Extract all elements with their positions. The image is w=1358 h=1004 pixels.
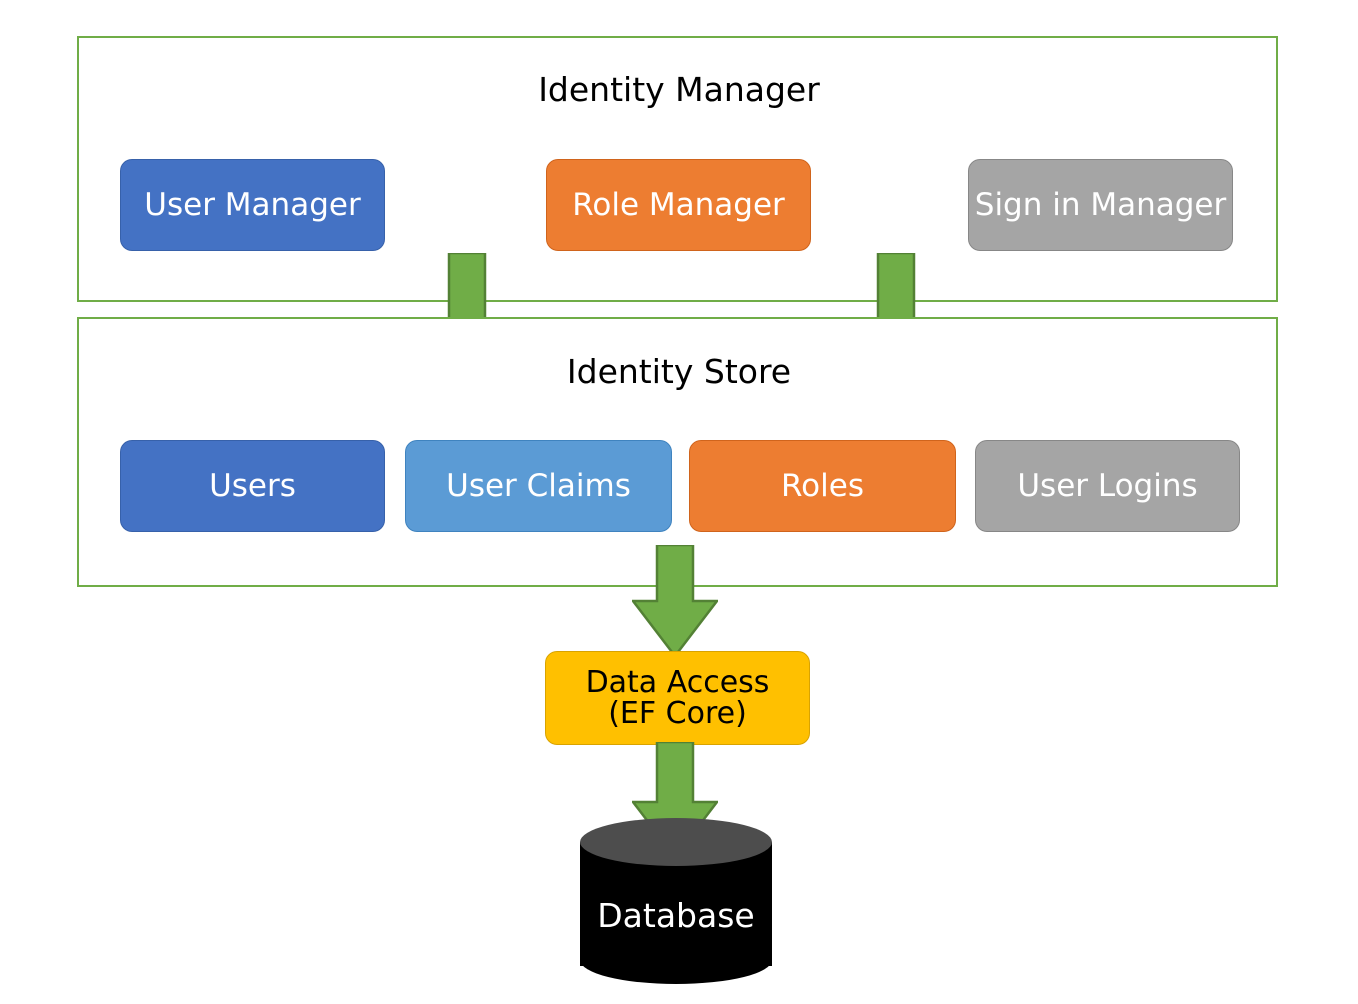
node-user-claims-label: User Claims [446, 467, 631, 504]
node-sign-in-manager-label: Sign in Manager [974, 186, 1227, 223]
node-data-access-label-line2: (EF Core) [608, 696, 747, 731]
database-cylinder-top [580, 818, 772, 866]
identity-manager-title: Identity Manager [538, 70, 820, 109]
database-label: Database [597, 896, 755, 935]
arrow-store-to-data-access [630, 543, 720, 661]
node-data-access-label-line1: Data Access [585, 664, 770, 700]
node-users-label: Users [209, 467, 296, 504]
node-sign-in-manager[interactable]: Sign in Manager [968, 159, 1233, 251]
node-data-access[interactable]: Data Access (EF Core) [545, 651, 810, 745]
node-roles-label: Roles [781, 467, 864, 504]
node-user-logins[interactable]: User Logins [975, 440, 1240, 532]
node-role-manager[interactable]: Role Manager [546, 159, 811, 251]
node-user-claims[interactable]: User Claims [405, 440, 672, 532]
node-roles[interactable]: Roles [689, 440, 956, 532]
database-cylinder[interactable]: Database [580, 818, 772, 988]
identity-store-title: Identity Store [566, 352, 792, 391]
node-user-manager[interactable]: User Manager [120, 159, 385, 251]
node-role-manager-label: Role Manager [572, 186, 785, 223]
node-users[interactable]: Users [120, 440, 385, 532]
node-user-manager-label: User Manager [144, 186, 361, 223]
node-user-logins-label: User Logins [1017, 467, 1198, 504]
